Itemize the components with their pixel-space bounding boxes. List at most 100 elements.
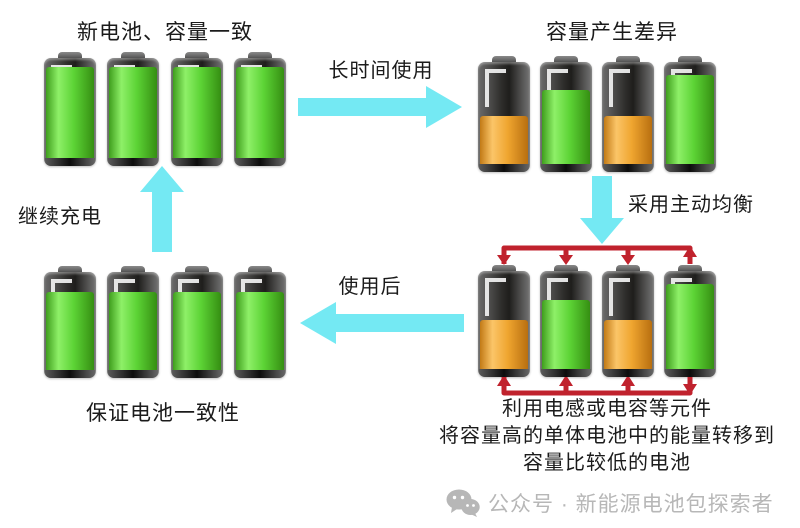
battery-cap-nub <box>554 56 578 65</box>
battery-cap-nub <box>247 52 272 61</box>
battery-charge-fill <box>604 320 652 370</box>
battery-charge-fill <box>46 291 94 371</box>
battery-shell <box>170 58 223 166</box>
battery-group-new <box>44 52 286 166</box>
label-after-use: 使用后 <box>338 276 402 298</box>
battery-cap-nub <box>616 265 640 274</box>
battery-bottom-rim <box>665 164 715 172</box>
battery-orange-52 <box>478 56 530 172</box>
battery-bottom-rim <box>541 369 591 377</box>
battery-group-diverged <box>478 56 716 172</box>
battery-green-88 <box>107 266 160 378</box>
battery-group-balancing <box>478 265 716 377</box>
battery-orange-52 <box>602 56 654 172</box>
battery-bottom-rim <box>541 164 591 172</box>
battery-cap-nub <box>678 56 702 65</box>
battery-charge-fill <box>480 320 528 370</box>
battery-shell <box>233 272 286 378</box>
battery-shell <box>44 272 96 378</box>
battery-shell <box>602 271 654 377</box>
battery-shell <box>664 271 716 377</box>
battery-highlight <box>547 69 568 107</box>
battery-cap-nub <box>554 265 578 274</box>
battery-green-80 <box>540 56 592 172</box>
battery-bottom-rim <box>171 370 222 378</box>
battery-green-88 <box>233 266 286 378</box>
battery-charge-fill <box>46 67 94 159</box>
battery-cap-nub <box>492 56 516 65</box>
battery-charge-fill <box>109 291 158 371</box>
balance-note-line1: 利用电感或电容等元件 <box>502 398 712 420</box>
battery-cap-nub <box>492 265 516 274</box>
balance-note-line2: 将容量高的单体电池中的能量转移到 <box>439 425 775 447</box>
label-long-use: 长时间使用 <box>328 60 434 82</box>
battery-green-96 <box>664 56 716 172</box>
battery-bottom-rim <box>108 370 159 378</box>
battery-bottom-rim <box>45 370 95 378</box>
battery-highlight <box>547 278 568 316</box>
battery-highlight <box>609 69 630 107</box>
battery-green-100 <box>107 52 160 166</box>
battery-shell <box>664 62 716 172</box>
battery-bottom-rim <box>234 158 285 166</box>
battery-green-88 <box>44 266 96 378</box>
battery-bottom-rim <box>234 370 285 378</box>
battery-green-100 <box>233 52 286 166</box>
arrow-right-long-use <box>298 86 462 128</box>
battery-shell <box>233 58 286 166</box>
title-capacity-diff: 容量产生差异 <box>546 21 678 44</box>
battery-shell <box>540 62 592 172</box>
wechat-icon <box>446 489 480 517</box>
battery-cap-nub <box>184 52 209 61</box>
label-consistency: 保证电池一致性 <box>86 402 240 425</box>
balance-note: 利用电感或电容等元件 将容量高的单体电池中的能量转移到 容量比较低的电池 <box>430 396 784 477</box>
battery-shell <box>478 62 530 172</box>
battery-charge-fill <box>109 67 158 159</box>
arrow-up-continue-charge <box>140 166 184 252</box>
battery-green-88 <box>170 266 223 378</box>
battery-orange-55 <box>478 265 530 377</box>
battery-orange-55 <box>602 265 654 377</box>
battery-bottom-rim <box>171 158 222 166</box>
battery-cap-nub <box>58 52 82 61</box>
battery-bottom-rim <box>603 369 653 377</box>
battery-cap-nub <box>184 266 209 275</box>
battery-bottom-rim <box>479 164 529 172</box>
battery-group-consistent <box>44 266 286 378</box>
battery-highlight <box>51 279 72 299</box>
battery-shell <box>107 58 160 166</box>
battery-bottom-rim <box>479 369 529 377</box>
battery-charge-fill <box>172 67 221 159</box>
watermark: 公众号 · 新能源电池包探索者 <box>446 488 774 518</box>
battery-shell <box>602 62 654 172</box>
balance-bus-bottom <box>497 375 697 396</box>
battery-charge-fill <box>604 116 652 165</box>
battery-green-78 <box>540 265 592 377</box>
battery-shell <box>170 272 223 378</box>
battery-bottom-rim <box>603 164 653 172</box>
battery-highlight <box>485 278 506 316</box>
watermark-text: 公众号 · 新能源电池包探索者 <box>488 493 774 516</box>
balance-note-line3: 容量比较低的电池 <box>523 452 691 474</box>
battery-highlight <box>177 279 199 299</box>
battery-charge-fill <box>480 116 528 165</box>
battery-charge-fill <box>172 291 221 371</box>
battery-shell <box>540 271 592 377</box>
battery-charge-fill <box>235 291 284 371</box>
battery-cap-nub <box>247 266 272 275</box>
title-new-batteries: 新电池、容量一致 <box>77 21 253 44</box>
battery-cap-nub <box>58 266 82 275</box>
battery-cap-nub <box>121 52 146 61</box>
label-continue-charge: 继续充电 <box>18 206 102 228</box>
label-active-balance: 采用主动均衡 <box>628 194 754 216</box>
arrow-left-after-use <box>300 302 464 344</box>
battery-cap-nub <box>121 266 146 275</box>
battery-bottom-rim <box>665 369 715 377</box>
battery-highlight <box>240 279 262 299</box>
battery-green-100 <box>170 52 223 166</box>
arrow-down-active-balance <box>580 176 624 244</box>
battery-charge-fill <box>542 299 590 370</box>
balance-bus-top <box>497 245 697 265</box>
battery-cap-nub <box>678 265 702 274</box>
